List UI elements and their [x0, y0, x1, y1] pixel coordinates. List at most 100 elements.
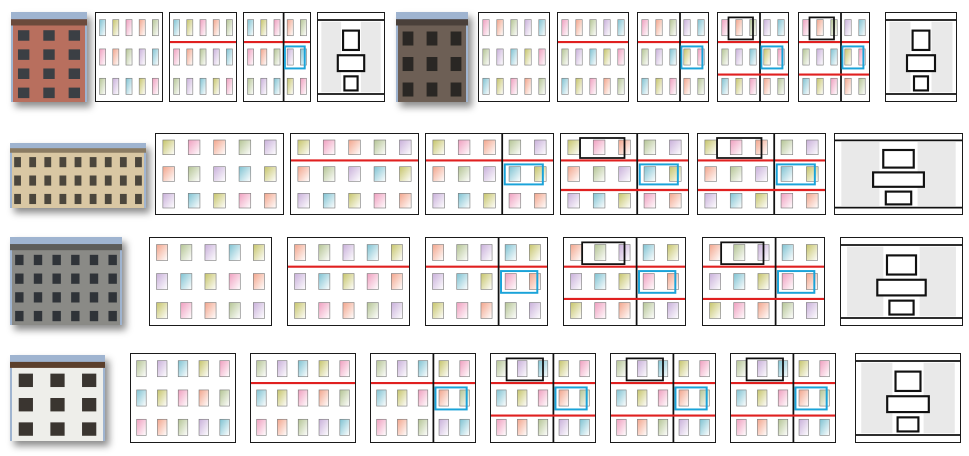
- window-element: [525, 78, 531, 94]
- window-element: [669, 167, 681, 182]
- window-element: [239, 140, 251, 155]
- window-element: [391, 274, 402, 290]
- row-1-panel-4: [317, 12, 385, 102]
- window-element: [113, 78, 119, 94]
- window-element: [264, 140, 276, 155]
- window-element: [340, 390, 350, 406]
- window-element: [806, 274, 817, 290]
- window-element: [274, 49, 280, 65]
- window-element: [433, 245, 444, 261]
- window-element: [214, 193, 226, 208]
- row-4-panel-2: [250, 353, 356, 443]
- window-element: [737, 390, 747, 406]
- window-element: [298, 167, 310, 182]
- window-element: [617, 419, 627, 435]
- window-element: [644, 140, 656, 155]
- window-element: [157, 245, 168, 261]
- window-element: [642, 49, 648, 65]
- window-element: [295, 303, 306, 319]
- window-element: [684, 78, 690, 94]
- window-element: [619, 167, 631, 182]
- window-element: [213, 20, 219, 36]
- row-4-panel-1: [130, 353, 236, 443]
- window-element: [618, 78, 624, 94]
- window-element: [803, 20, 809, 36]
- window-element: [229, 303, 240, 319]
- window-element: [756, 193, 768, 208]
- window-element: [595, 303, 606, 319]
- window-element: [534, 140, 546, 155]
- window-element: [859, 20, 865, 36]
- window-element: [481, 303, 492, 319]
- window-element: [595, 245, 606, 261]
- window-element: [349, 140, 361, 155]
- window-element: [710, 245, 721, 261]
- window-element: [187, 78, 193, 94]
- window-element: [669, 193, 681, 208]
- window-element: [397, 419, 407, 435]
- window-element: [643, 274, 654, 290]
- window-element: [137, 390, 147, 406]
- row-2b-panel-6: [834, 133, 963, 215]
- window-element: [737, 419, 747, 435]
- window-element: [257, 361, 267, 377]
- window-element: [505, 274, 516, 290]
- structure-box: [886, 192, 911, 205]
- window-element: [757, 390, 767, 406]
- row-4-panel-3: [370, 353, 476, 443]
- row-3-panel-1: [149, 237, 272, 326]
- window-element: [264, 167, 276, 182]
- window-element: [806, 245, 817, 261]
- window-element: [391, 303, 402, 319]
- structure-box: [887, 255, 916, 274]
- window-element: [253, 245, 264, 261]
- window-element: [750, 78, 756, 94]
- row-3-panel-6: [840, 237, 963, 326]
- window-element: [734, 245, 745, 261]
- window-element: [845, 78, 851, 94]
- window-element: [100, 20, 106, 36]
- window-element: [377, 361, 387, 377]
- window-element: [253, 274, 264, 290]
- window-element: [820, 361, 830, 377]
- window-element: [178, 390, 188, 406]
- structure-box: [914, 76, 928, 90]
- row-2b-panel-4: [560, 133, 689, 215]
- structure-box: [898, 417, 919, 431]
- window-element: [782, 303, 793, 319]
- window-element: [367, 274, 378, 290]
- window-element: [730, 193, 742, 208]
- building-3-photo: [10, 143, 146, 208]
- window-element: [806, 167, 818, 182]
- window-element: [178, 419, 188, 435]
- window-element: [568, 167, 580, 182]
- row-2-panel-1: [478, 12, 550, 102]
- window-element: [139, 20, 145, 36]
- window-element: [458, 140, 470, 155]
- window-element: [261, 20, 267, 36]
- window-element: [277, 419, 287, 435]
- window-element: [698, 20, 704, 36]
- structure-box: [887, 396, 929, 412]
- window-element: [534, 193, 546, 208]
- window-element: [593, 193, 605, 208]
- window-element: [539, 20, 545, 36]
- window-element: [374, 167, 386, 182]
- row-2b-panel-2: [290, 133, 419, 215]
- window-element: [200, 78, 206, 94]
- window-element: [295, 274, 306, 290]
- window-element: [377, 390, 387, 406]
- window-element: [126, 78, 132, 94]
- window-element: [820, 419, 830, 435]
- window-element: [764, 20, 770, 36]
- window-element: [200, 49, 206, 65]
- window-element: [497, 49, 503, 65]
- window-element: [300, 78, 306, 94]
- structure-box: [343, 31, 359, 50]
- window-element: [439, 390, 449, 406]
- window-element: [483, 20, 489, 36]
- window-element: [670, 78, 676, 94]
- window-element: [529, 274, 540, 290]
- window-element: [257, 419, 267, 435]
